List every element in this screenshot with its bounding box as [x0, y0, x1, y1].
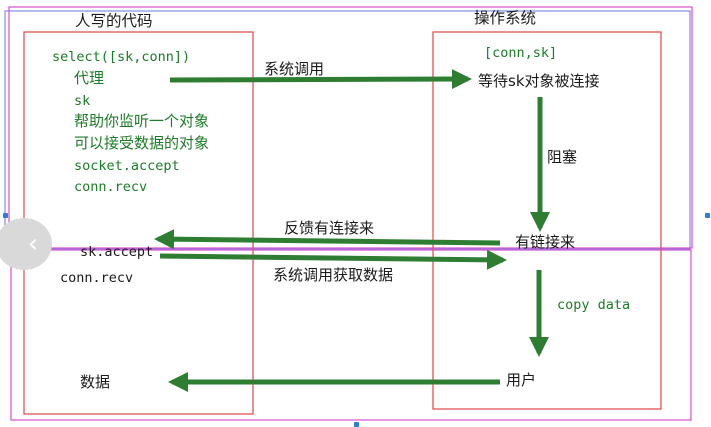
- syscall-arrow: [169, 69, 472, 90]
- socket-accept-text: socket.accept: [74, 158, 180, 174]
- blocking-text: 阻塞: [547, 148, 578, 166]
- syscall-get-data-arrow: [159, 249, 507, 270]
- selection-handle-bottom[interactable]: [354, 422, 359, 427]
- upper-blue-frame: [4, 10, 691, 250]
- human-box-title: 人写的代码: [75, 12, 153, 30]
- syscall-get-data-label: 系统调用获取数据: [273, 266, 394, 284]
- conn-sk-list-text: [conn,sk]: [484, 45, 558, 61]
- feedback-label: 反馈有连接来: [284, 219, 375, 237]
- human-code-box: [23, 31, 254, 415]
- select-call-text: select([sk,conn]): [52, 49, 191, 65]
- feedback-arrow: [154, 229, 501, 250]
- waiting-text: 等待sk对象被连接: [478, 72, 600, 90]
- user-text: 用户: [506, 371, 537, 389]
- syscall-label: 系统调用: [264, 60, 325, 78]
- sk-accept-text: sk.accept: [80, 244, 154, 260]
- os-box: [432, 31, 662, 410]
- selection-handle-left[interactable]: [3, 213, 8, 218]
- proxy-text: 代理: [74, 69, 105, 87]
- copy-data-text: copy data: [557, 297, 631, 313]
- lower-magenta-frame: [10, 249, 692, 421]
- recv-object-text: 可以接受数据的对象: [74, 134, 210, 152]
- data-text: 数据: [80, 373, 111, 391]
- sk-text: sk: [74, 93, 91, 109]
- conn-recv-lower-text: conn.recv: [60, 270, 134, 286]
- upper-magenta-frame: [8, 6, 693, 249]
- help-listen-text: 帮助你监听一个对象: [74, 112, 210, 130]
- prev-slide-button[interactable]: ‹: [0, 218, 52, 270]
- connected-text: 有链接来: [515, 233, 576, 251]
- os-box-title: 操作系统: [474, 9, 537, 27]
- conn-recv-text: conn.recv: [74, 179, 148, 195]
- selection-handle-right[interactable]: [705, 213, 710, 218]
- chevron-left-icon: ‹: [27, 229, 39, 259]
